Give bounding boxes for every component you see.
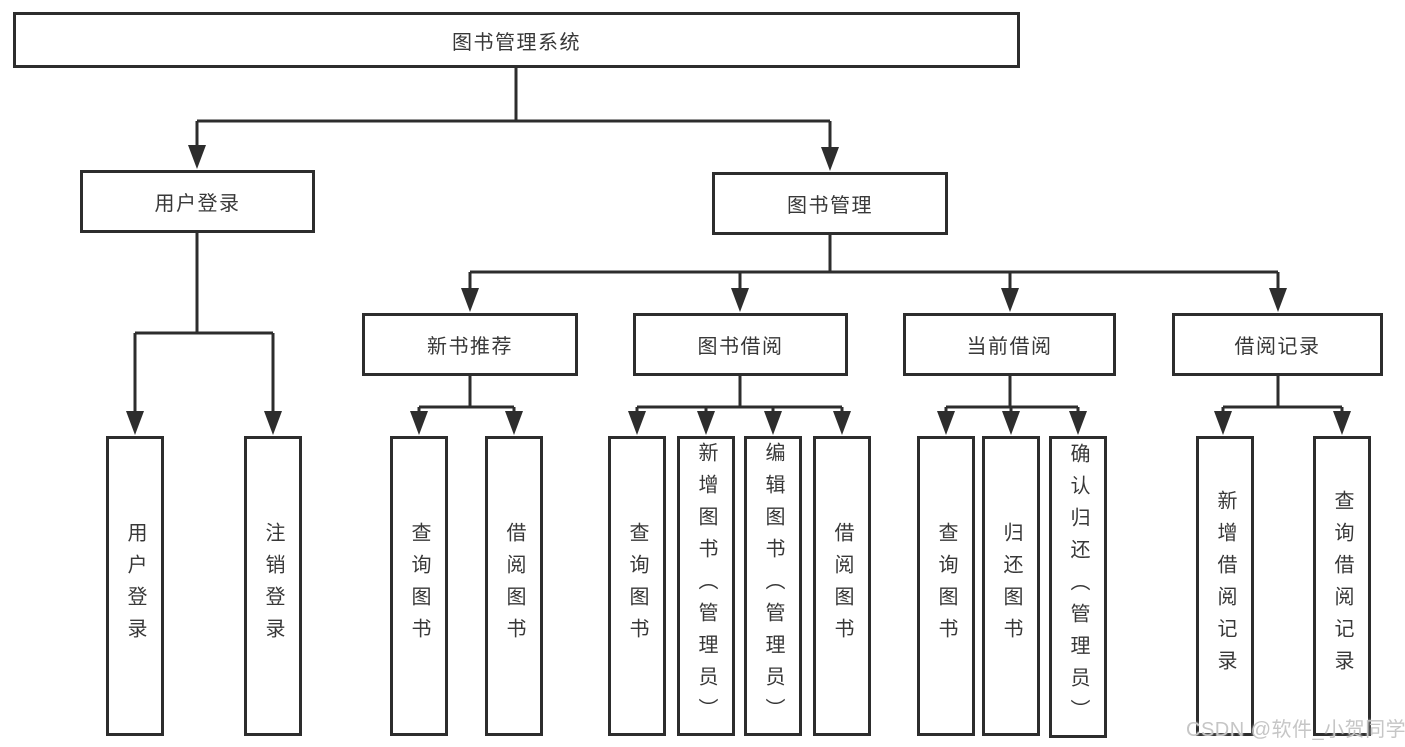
arrowhead-icon (1069, 411, 1087, 435)
connector-current-borrow (944, 376, 1080, 413)
node-new-book-recommend: 新书推荐 (362, 313, 578, 376)
node-borrow-records: 借阅记录 (1172, 313, 1383, 376)
connector-user-login (133, 233, 275, 412)
node-leaf-confirm-return-admin: 确认归还（管理员） (1049, 436, 1107, 738)
leaf-label: 用户登录 (124, 522, 146, 650)
node-leaf-user-login: 用户登录 (106, 436, 164, 736)
leaf-label: 借阅图书 (503, 522, 525, 650)
node-leaf-query-books-2: 查询图书 (608, 436, 666, 736)
node-leaf-add-borrow-record: 新增借阅记录 (1196, 436, 1254, 736)
connector-borrow-records (1221, 376, 1344, 413)
connector-new-book (417, 376, 516, 413)
csdn-watermark: CSDN @软件_小贺同学 (1186, 719, 1405, 741)
leaf-label: 新增借阅记录 (1214, 490, 1236, 682)
leaf-label: 借阅图书 (831, 522, 853, 650)
arrowhead-icon (697, 411, 715, 435)
arrowhead-icon (410, 411, 428, 435)
node-user-login: 用户登录 (80, 170, 315, 233)
node-root: 图书管理系统 (13, 12, 1020, 68)
leaf-label: 新增图书（管理员） (695, 442, 717, 730)
arrowhead-icon (833, 411, 851, 435)
arrowhead-icon (264, 411, 282, 435)
arrowhead-icon (821, 147, 839, 171)
connector-book-mgmt (468, 235, 1280, 290)
arrowhead-icon (1333, 411, 1351, 435)
node-leaf-edit-books-admin: 编辑图书（管理员） (744, 436, 802, 736)
arrowhead-icon (937, 411, 955, 435)
arrowhead-icon (126, 411, 144, 435)
node-leaf-logout: 注销登录 (244, 436, 302, 736)
arrowhead-icon (731, 288, 749, 312)
connector-book-borrow (635, 376, 844, 413)
arrowhead-icon (764, 411, 782, 435)
arrowhead-icon (505, 411, 523, 435)
arrowhead-icon (1001, 288, 1019, 312)
arrowhead-icon (188, 145, 206, 169)
leaf-label: 查询图书 (626, 522, 648, 650)
node-book-borrow: 图书借阅 (633, 313, 848, 376)
node-leaf-add-books-admin: 新增图书（管理员） (677, 436, 735, 736)
leaf-label: 编辑图书（管理员） (762, 442, 784, 730)
node-leaf-borrow-books-1: 借阅图书 (485, 436, 543, 736)
arrowhead-icon (461, 288, 479, 312)
node-leaf-return-books: 归还图书 (982, 436, 1040, 736)
leaf-label: 确认归还（管理员） (1067, 443, 1089, 731)
node-current-borrow: 当前借阅 (903, 313, 1116, 376)
node-leaf-query-books-1: 查询图书 (390, 436, 448, 736)
arrowhead-icon (628, 411, 646, 435)
node-leaf-borrow-books-2: 借阅图书 (813, 436, 871, 736)
arrowhead-icon (1269, 288, 1287, 312)
arrowhead-icon (1002, 411, 1020, 435)
leaf-label: 查询借阅记录 (1331, 490, 1353, 682)
leaf-label: 注销登录 (262, 522, 284, 650)
leaf-label: 归还图书 (1000, 522, 1022, 650)
leaf-label: 查询图书 (408, 522, 430, 650)
arrowhead-icon (1214, 411, 1232, 435)
node-leaf-query-borrow-record: 查询借阅记录 (1313, 436, 1371, 736)
leaf-label: 查询图书 (935, 522, 957, 650)
node-leaf-query-books-3: 查询图书 (917, 436, 975, 736)
connector-root (195, 68, 832, 150)
node-book-management: 图书管理 (712, 172, 948, 235)
